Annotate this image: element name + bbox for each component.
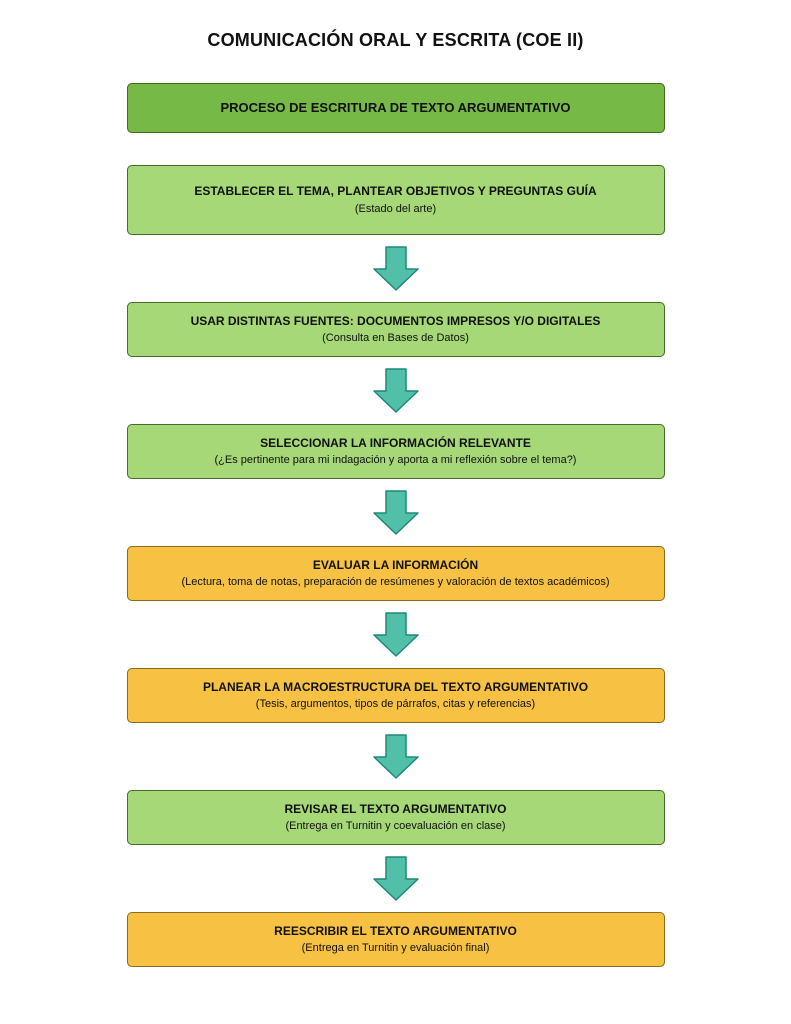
header-box-title: PROCESO DE ESCRITURA DE TEXTO ARGUMENTAT… bbox=[220, 100, 571, 116]
down-arrow-icon bbox=[372, 856, 419, 901]
down-arrow-icon bbox=[372, 368, 419, 413]
step-subtitle: (Estado del arte) bbox=[354, 202, 437, 215]
step-subtitle: (Lectura, toma de notas, preparación de … bbox=[181, 576, 610, 589]
step-title: EVALUAR LA INFORMACIÓN bbox=[312, 558, 479, 573]
down-arrow-icon bbox=[372, 246, 419, 291]
step-box-seleccionar-informacion: SELECCIONAR LA INFORMACIÓN RELEVANTE (¿E… bbox=[126, 424, 665, 480]
step-title: PLANEAR LA MACROESTRUCTURA DEL TEXTO ARG… bbox=[202, 680, 589, 695]
process-header-box: PROCESO DE ESCRITURA DE TEXTO ARGUMENTAT… bbox=[126, 83, 665, 133]
page-title: COMUNICACIÓN ORAL Y ESCRITA (COE II) bbox=[207, 30, 584, 50]
step-subtitle: (Entrega en Turnitin y coevaluación en c… bbox=[285, 820, 506, 833]
step-subtitle: (Consulta en Bases de Datos) bbox=[322, 332, 469, 345]
step-box-evaluar-informacion: EVALUAR LA INFORMACIÓN (Lectura, toma de… bbox=[126, 546, 665, 602]
step-box-establecer-tema: ESTABLECER EL TEMA, PLANTEAR OBJETIVOS Y… bbox=[126, 165, 665, 235]
step-box-revisar-texto: REVISAR EL TEXTO ARGUMENTATIVO (Entrega … bbox=[126, 790, 665, 846]
step-title: ESTABLECER EL TEMA, PLANTEAR OBJETIVOS Y… bbox=[194, 184, 597, 199]
step-box-planear-macroestructura: PLANEAR LA MACROESTRUCTURA DEL TEXTO ARG… bbox=[126, 668, 665, 724]
step-title: USAR DISTINTAS FUENTES: DOCUMENTOS IMPRE… bbox=[190, 314, 601, 328]
step-title: SELECCIONAR LA INFORMACIÓN RELEVANTE bbox=[260, 436, 531, 451]
step-title: REVISAR EL TEXTO ARGUMENTATIVO bbox=[284, 802, 507, 817]
down-arrow-icon bbox=[372, 734, 419, 779]
step-title: REESCRIBIR EL TEXTO ARGUMENTATIVO bbox=[274, 924, 517, 939]
down-arrow-icon bbox=[372, 490, 419, 535]
flowchart: COMUNICACIÓN ORAL Y ESCRITA (COE II) PRO… bbox=[126, 30, 665, 968]
step-box-reescribir-texto: REESCRIBIR EL TEXTO ARGUMENTATIVO (Entre… bbox=[126, 912, 665, 968]
step-subtitle: (Tesis, argumentos, tipos de párrafos, c… bbox=[255, 698, 536, 711]
step-subtitle: (Entrega en Turnitin y evaluación final) bbox=[301, 942, 490, 955]
down-arrow-icon bbox=[372, 612, 419, 657]
step-subtitle: (¿Es pertinente para mi indagación y apo… bbox=[214, 454, 577, 467]
step-box-usar-fuentes: USAR DISTINTAS FUENTES: DOCUMENTOS IMPRE… bbox=[126, 302, 665, 358]
